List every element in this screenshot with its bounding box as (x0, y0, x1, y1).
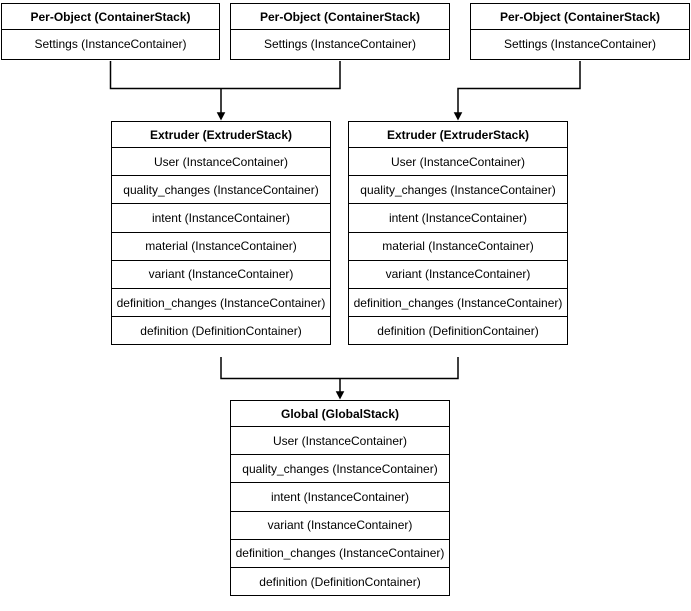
container-row-settings: Settings (InstanceContainer) (471, 29, 689, 59)
container-row-user: User (InstanceContainer) (231, 426, 449, 454)
arrowhead-extruder-2 (453, 112, 463, 121)
global-stack-title: Global (GlobalStack) (280, 406, 400, 421)
per-object-stack-3: Per-Object (ContainerStack) Settings (In… (470, 3, 690, 60)
connector-per-object-3-to-extruder-2 (457, 61, 581, 113)
container-row-intent: intent (InstanceContainer) (231, 482, 449, 510)
extruder-stack-1: Extruder (ExtruderStack) User (InstanceC… (111, 121, 331, 346)
per-object-stack-1: Per-Object (ContainerStack) Settings (In… (1, 3, 220, 60)
container-row-user: User (InstanceContainer) (349, 147, 567, 175)
container-row-quality-changes: quality_changes (InstanceContainer) (349, 175, 567, 203)
container-row-settings: Settings (InstanceContainer) (2, 29, 219, 59)
container-row-material: material (InstanceContainer) (349, 231, 567, 260)
container-row-intent: intent (InstanceContainer) (112, 203, 330, 231)
container-row-material: material (InstanceContainer) (112, 231, 330, 260)
container-row-definition-changes: definition_changes (InstanceContainer) (349, 287, 567, 316)
per-object-stack-2-title: Per-Object (ContainerStack) (259, 9, 421, 24)
global-stack: Global (GlobalStack) User (InstanceConta… (230, 400, 450, 597)
per-object-stack-2: Per-Object (ContainerStack) Settings (In… (230, 3, 450, 60)
arrowhead-extruder-1 (216, 112, 226, 121)
container-row-quality-changes: quality_changes (InstanceContainer) (112, 175, 330, 203)
container-row-variant: variant (InstanceContainer) (231, 510, 449, 539)
container-row-settings: Settings (InstanceContainer) (231, 29, 449, 59)
extruder-stack-2-title: Extruder (ExtruderStack) (386, 127, 530, 142)
container-row-quality-changes: quality_changes (InstanceContainer) (231, 454, 449, 482)
arrowhead-global (335, 391, 345, 400)
container-row-definition: definition (DefinitionContainer) (231, 566, 449, 595)
per-object-stack-3-title: Per-Object (ContainerStack) (499, 9, 661, 24)
container-row-variant: variant (InstanceContainer) (112, 259, 330, 288)
extruder-stack-1-title: Extruder (ExtruderStack) (149, 127, 293, 142)
container-row-definition-changes: definition_changes (InstanceContainer) (231, 538, 449, 567)
container-row-definition: definition (DefinitionContainer) (349, 316, 567, 344)
container-row-definition-changes: definition_changes (InstanceContainer) (112, 287, 330, 316)
container-row-intent: intent (InstanceContainer) (349, 203, 567, 231)
extruder-stack-2: Extruder (ExtruderStack) User (InstanceC… (348, 121, 568, 346)
connector-per-object-1-2-merge (109, 61, 341, 90)
container-row-definition: definition (DefinitionContainer) (112, 316, 330, 344)
container-row-user: User (InstanceContainer) (112, 147, 330, 175)
per-object-stack-1-title: Per-Object (ContainerStack) (30, 9, 191, 24)
connector-extruder-merge (220, 357, 459, 380)
container-row-variant: variant (InstanceContainer) (349, 259, 567, 288)
